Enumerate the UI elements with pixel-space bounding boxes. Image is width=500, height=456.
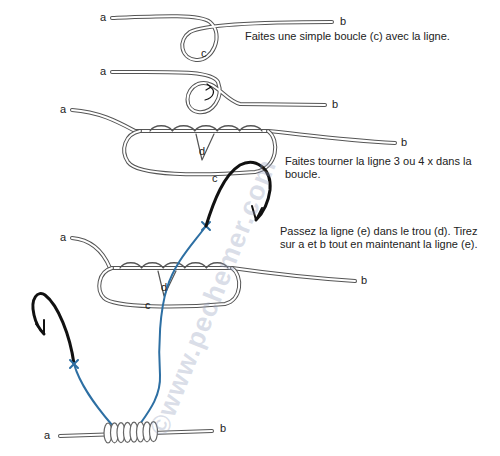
part-label: d — [161, 281, 167, 294]
end-label: a — [100, 11, 106, 24]
end-label: a — [100, 65, 106, 78]
end-label: b — [401, 136, 407, 149]
finished-knot — [60, 422, 212, 443]
end-label: a — [44, 429, 50, 442]
end-label: a — [60, 231, 66, 244]
end-label: b — [340, 15, 346, 28]
end-label: b — [332, 98, 338, 111]
end-label: b — [361, 274, 367, 287]
step-2-line — [112, 72, 325, 112]
part-label: c — [201, 47, 207, 60]
end-label: b — [220, 422, 226, 435]
part-label: d — [199, 145, 205, 158]
leader-line-e — [70, 360, 112, 425]
fish-hook — [33, 294, 74, 364]
instruction-note: Faites une simple boucle (c) avec la lig… — [245, 30, 450, 43]
watermark: ©www.pechemer.com — [152, 158, 275, 437]
end-label: a — [60, 103, 66, 116]
part-label: c — [212, 172, 218, 185]
instruction-note: Passez la ligne (e) dans le trou (d). Ti… — [280, 225, 485, 251]
instruction-note: Faites tourner la ligne 3 ou 4 x dans la… — [285, 155, 485, 181]
part-label: c — [145, 299, 151, 312]
